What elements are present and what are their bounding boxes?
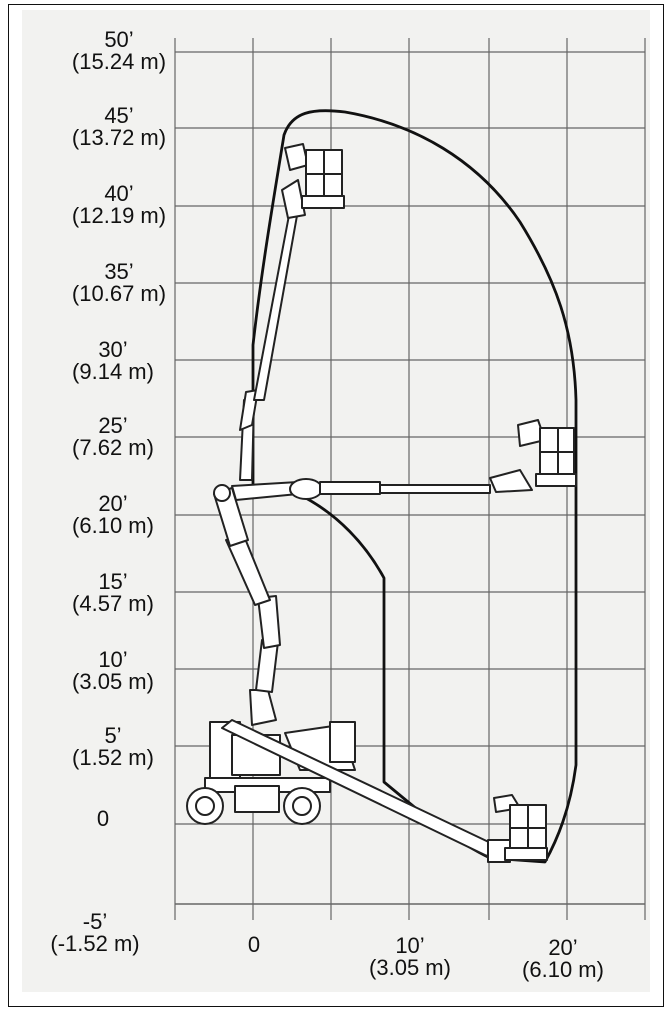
x-label-10ft: 10’(3.05 m) — [369, 933, 451, 980]
y-label-15ft: 15’(4.57 m) — [72, 569, 154, 616]
y-label-50ft: 50’(15.24 m) — [71, 27, 167, 74]
working-envelope — [251, 109, 578, 864]
lift-boom-horizontal-1 — [319, 481, 381, 495]
y-label-minus5ft: -5’(-1.52 m) — [50, 909, 140, 956]
lift-platform-low-base — [504, 847, 548, 861]
lift-counterweight — [234, 785, 280, 813]
x-label-20ft: 20’(6.10 m) — [522, 935, 604, 982]
lift-jib-horizontal — [489, 469, 533, 493]
y-label-30ft: 30’(9.14 m) — [72, 337, 154, 384]
lift-bucket-rail-vertical — [284, 143, 309, 171]
y-label-0ft: 0 — [96, 806, 110, 831]
y-label-40ft: 40’(12.19 m) — [71, 181, 167, 228]
y-label-35ft: 35’(10.67 m) — [71, 259, 167, 306]
y-label-45ft: 45’(13.72 m) — [71, 103, 167, 150]
x-label-0ft: 0 — [247, 932, 261, 957]
y-label-20ft: 20’(6.10 m) — [72, 491, 154, 538]
aerial-lift-illustration — [186, 143, 577, 863]
y-label-10ft: 10’(3.05 m) — [72, 647, 154, 694]
lift-knuckle — [213, 484, 231, 502]
lift-wheel-front-hub — [292, 796, 312, 816]
lift-riser-1 — [249, 689, 277, 726]
lift-riser-4 — [225, 535, 271, 606]
lift-boom-base — [289, 478, 323, 500]
lift-jib-vertical — [281, 179, 306, 219]
lift-boom-horizontal-2 — [379, 484, 491, 494]
y-label-5ft: 5’(1.52 m) — [72, 723, 154, 770]
lift-knuckle-link — [231, 481, 299, 501]
lift-platform-horizontal-base — [535, 473, 577, 487]
lift-platform-vertical-base — [301, 195, 345, 209]
lift-wheel-rear-hub — [195, 796, 215, 816]
lift-platform-stowed — [329, 721, 356, 763]
lift-boom-vertical-2 — [253, 209, 299, 401]
lift-riser-3 — [257, 595, 281, 649]
y-label-25ft: 25’(7.62 m) — [72, 413, 154, 460]
